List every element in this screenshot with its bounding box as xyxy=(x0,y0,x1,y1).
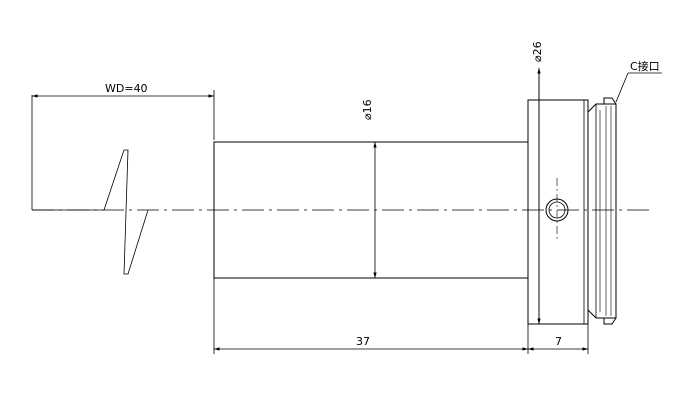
c-mount-leader xyxy=(615,72,662,103)
c-mount-label: C接口 xyxy=(630,60,660,73)
c-mount-thread xyxy=(587,97,617,325)
diameter-16-label: ⌀16 xyxy=(361,99,374,120)
body-length-label: 37 xyxy=(356,335,370,348)
lens-flange xyxy=(527,99,589,325)
length-dimensions xyxy=(213,278,589,354)
wd-label: WD=40 xyxy=(105,82,148,95)
diameter-26-label: ⌀26 xyxy=(531,41,544,62)
wd-dimension xyxy=(32,90,215,140)
flange-length-label: 7 xyxy=(555,335,562,348)
object-break-symbol xyxy=(31,95,149,275)
locking-screw xyxy=(545,178,569,242)
